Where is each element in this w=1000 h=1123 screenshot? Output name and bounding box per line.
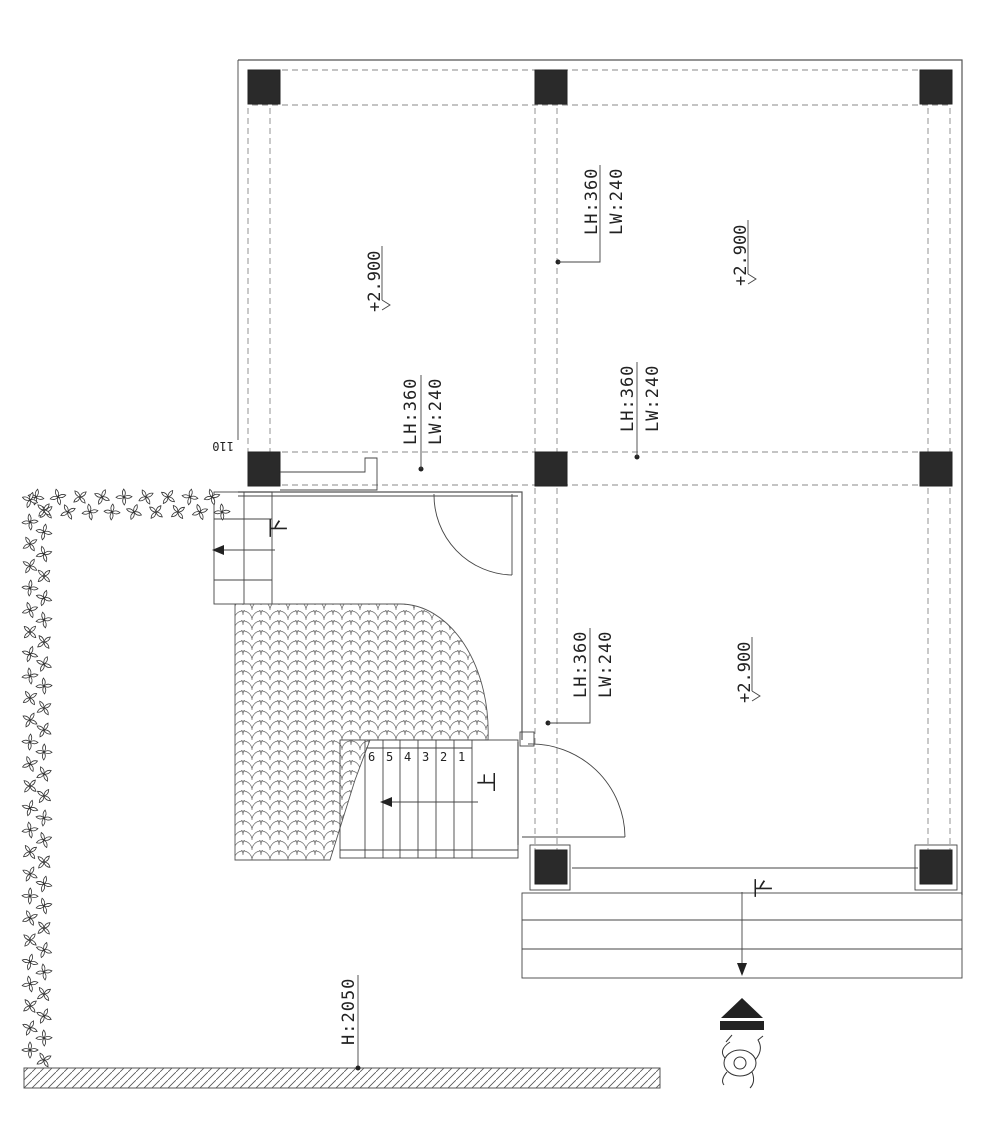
entry-door bbox=[517, 731, 626, 845]
level-mark-right: +2.900 bbox=[731, 220, 757, 286]
step-number: 4 bbox=[404, 750, 411, 764]
column bbox=[247, 451, 281, 487]
svg-text:LW:240: LW:240 bbox=[607, 168, 627, 235]
column bbox=[534, 849, 568, 885]
svg-text:LH:360: LH:360 bbox=[582, 168, 602, 235]
svg-text:+2.900: +2.900 bbox=[731, 225, 751, 286]
level-mark-lower: +2.900 bbox=[735, 637, 761, 703]
column bbox=[534, 451, 568, 487]
beam-label-middle-right: LH:360 LW:240 bbox=[618, 362, 663, 460]
outer-boundary bbox=[237, 59, 963, 895]
step-number: 5 bbox=[386, 750, 393, 764]
step-number: 1 bbox=[458, 750, 465, 764]
shrub-hedge-icon bbox=[21, 488, 231, 1069]
lower-stair: 6 5 4 3 2 1 上 bbox=[339, 739, 519, 859]
step-number: 3 bbox=[422, 750, 429, 764]
svg-text:LW:240: LW:240 bbox=[596, 631, 616, 698]
entrance-steps: 下 bbox=[521, 867, 963, 979]
svg-text:LW:240: LW:240 bbox=[643, 365, 663, 432]
svg-text:LH:360: LH:360 bbox=[401, 378, 421, 445]
person-topview-icon bbox=[721, 1034, 764, 1089]
level-mark-left: +2.900 bbox=[365, 246, 391, 312]
column bbox=[247, 69, 281, 105]
beam-label-top: LH:360 LW:240 bbox=[555, 165, 627, 265]
step-number: 6 bbox=[368, 750, 375, 764]
column bbox=[919, 451, 953, 487]
beam-label-lower: LH:360 LW:240 bbox=[545, 628, 616, 726]
down-label-entry: 下 bbox=[751, 878, 775, 898]
beam-label-middle-left: LH:360 LW:240 bbox=[401, 375, 446, 472]
wall-notch: 110 bbox=[212, 439, 378, 491]
svg-text:LW:240: LW:240 bbox=[426, 378, 446, 445]
wall-height-label: H:2050 bbox=[339, 978, 359, 1045]
svg-text:+2.900: +2.900 bbox=[365, 251, 385, 312]
upper-door bbox=[433, 493, 513, 576]
column bbox=[919, 849, 953, 885]
structural-columns bbox=[247, 69, 958, 891]
svg-text:LH:360: LH:360 bbox=[618, 365, 638, 432]
patterned-floor bbox=[234, 603, 489, 861]
down-label-upper: 下 bbox=[266, 518, 290, 538]
upper-landing-stair: 下 bbox=[212, 491, 523, 740]
small-dimension-mark: 110 bbox=[212, 439, 234, 453]
garden-wall: H:2050 bbox=[23, 975, 661, 1089]
up-label: 上 bbox=[475, 772, 499, 792]
column bbox=[919, 69, 953, 105]
column bbox=[534, 69, 568, 105]
svg-text:LH:360: LH:360 bbox=[571, 631, 591, 698]
svg-text:+2.900: +2.900 bbox=[735, 642, 755, 703]
step-number: 2 bbox=[440, 750, 447, 764]
entrance-arrow-icon bbox=[720, 998, 764, 1030]
